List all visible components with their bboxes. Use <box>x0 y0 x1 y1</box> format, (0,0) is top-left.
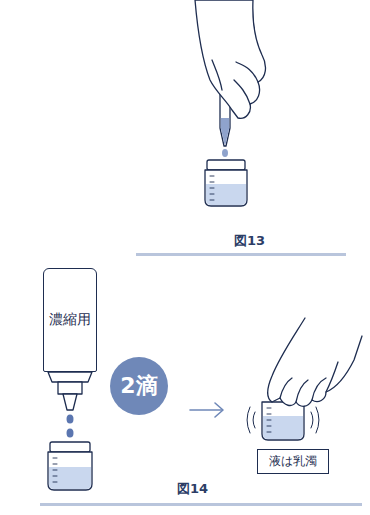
caption-bar <box>40 503 362 506</box>
hand <box>195 0 265 118</box>
shake-lines <box>247 407 319 433</box>
node-text: 2滴 <box>120 371 157 401</box>
sample-cup <box>262 402 304 440</box>
bottle-body: 濃縮用 <box>43 268 97 372</box>
step-arrow <box>190 403 223 417</box>
sample-cup <box>205 160 247 206</box>
drop-count-circle: 2滴 <box>110 357 168 415</box>
note-box: 液は乳濁 <box>257 449 329 474</box>
node-text: 濃縮用 <box>49 311 91 329</box>
bottle-nozzle <box>48 372 92 438</box>
node-text: 液は乳濁 <box>269 453 317 470</box>
figure-number: 図13 <box>234 232 265 250</box>
caption-bar <box>136 253 346 256</box>
hand <box>268 318 363 406</box>
sample-cup <box>48 442 92 490</box>
figure-number: 図14 <box>177 480 208 498</box>
